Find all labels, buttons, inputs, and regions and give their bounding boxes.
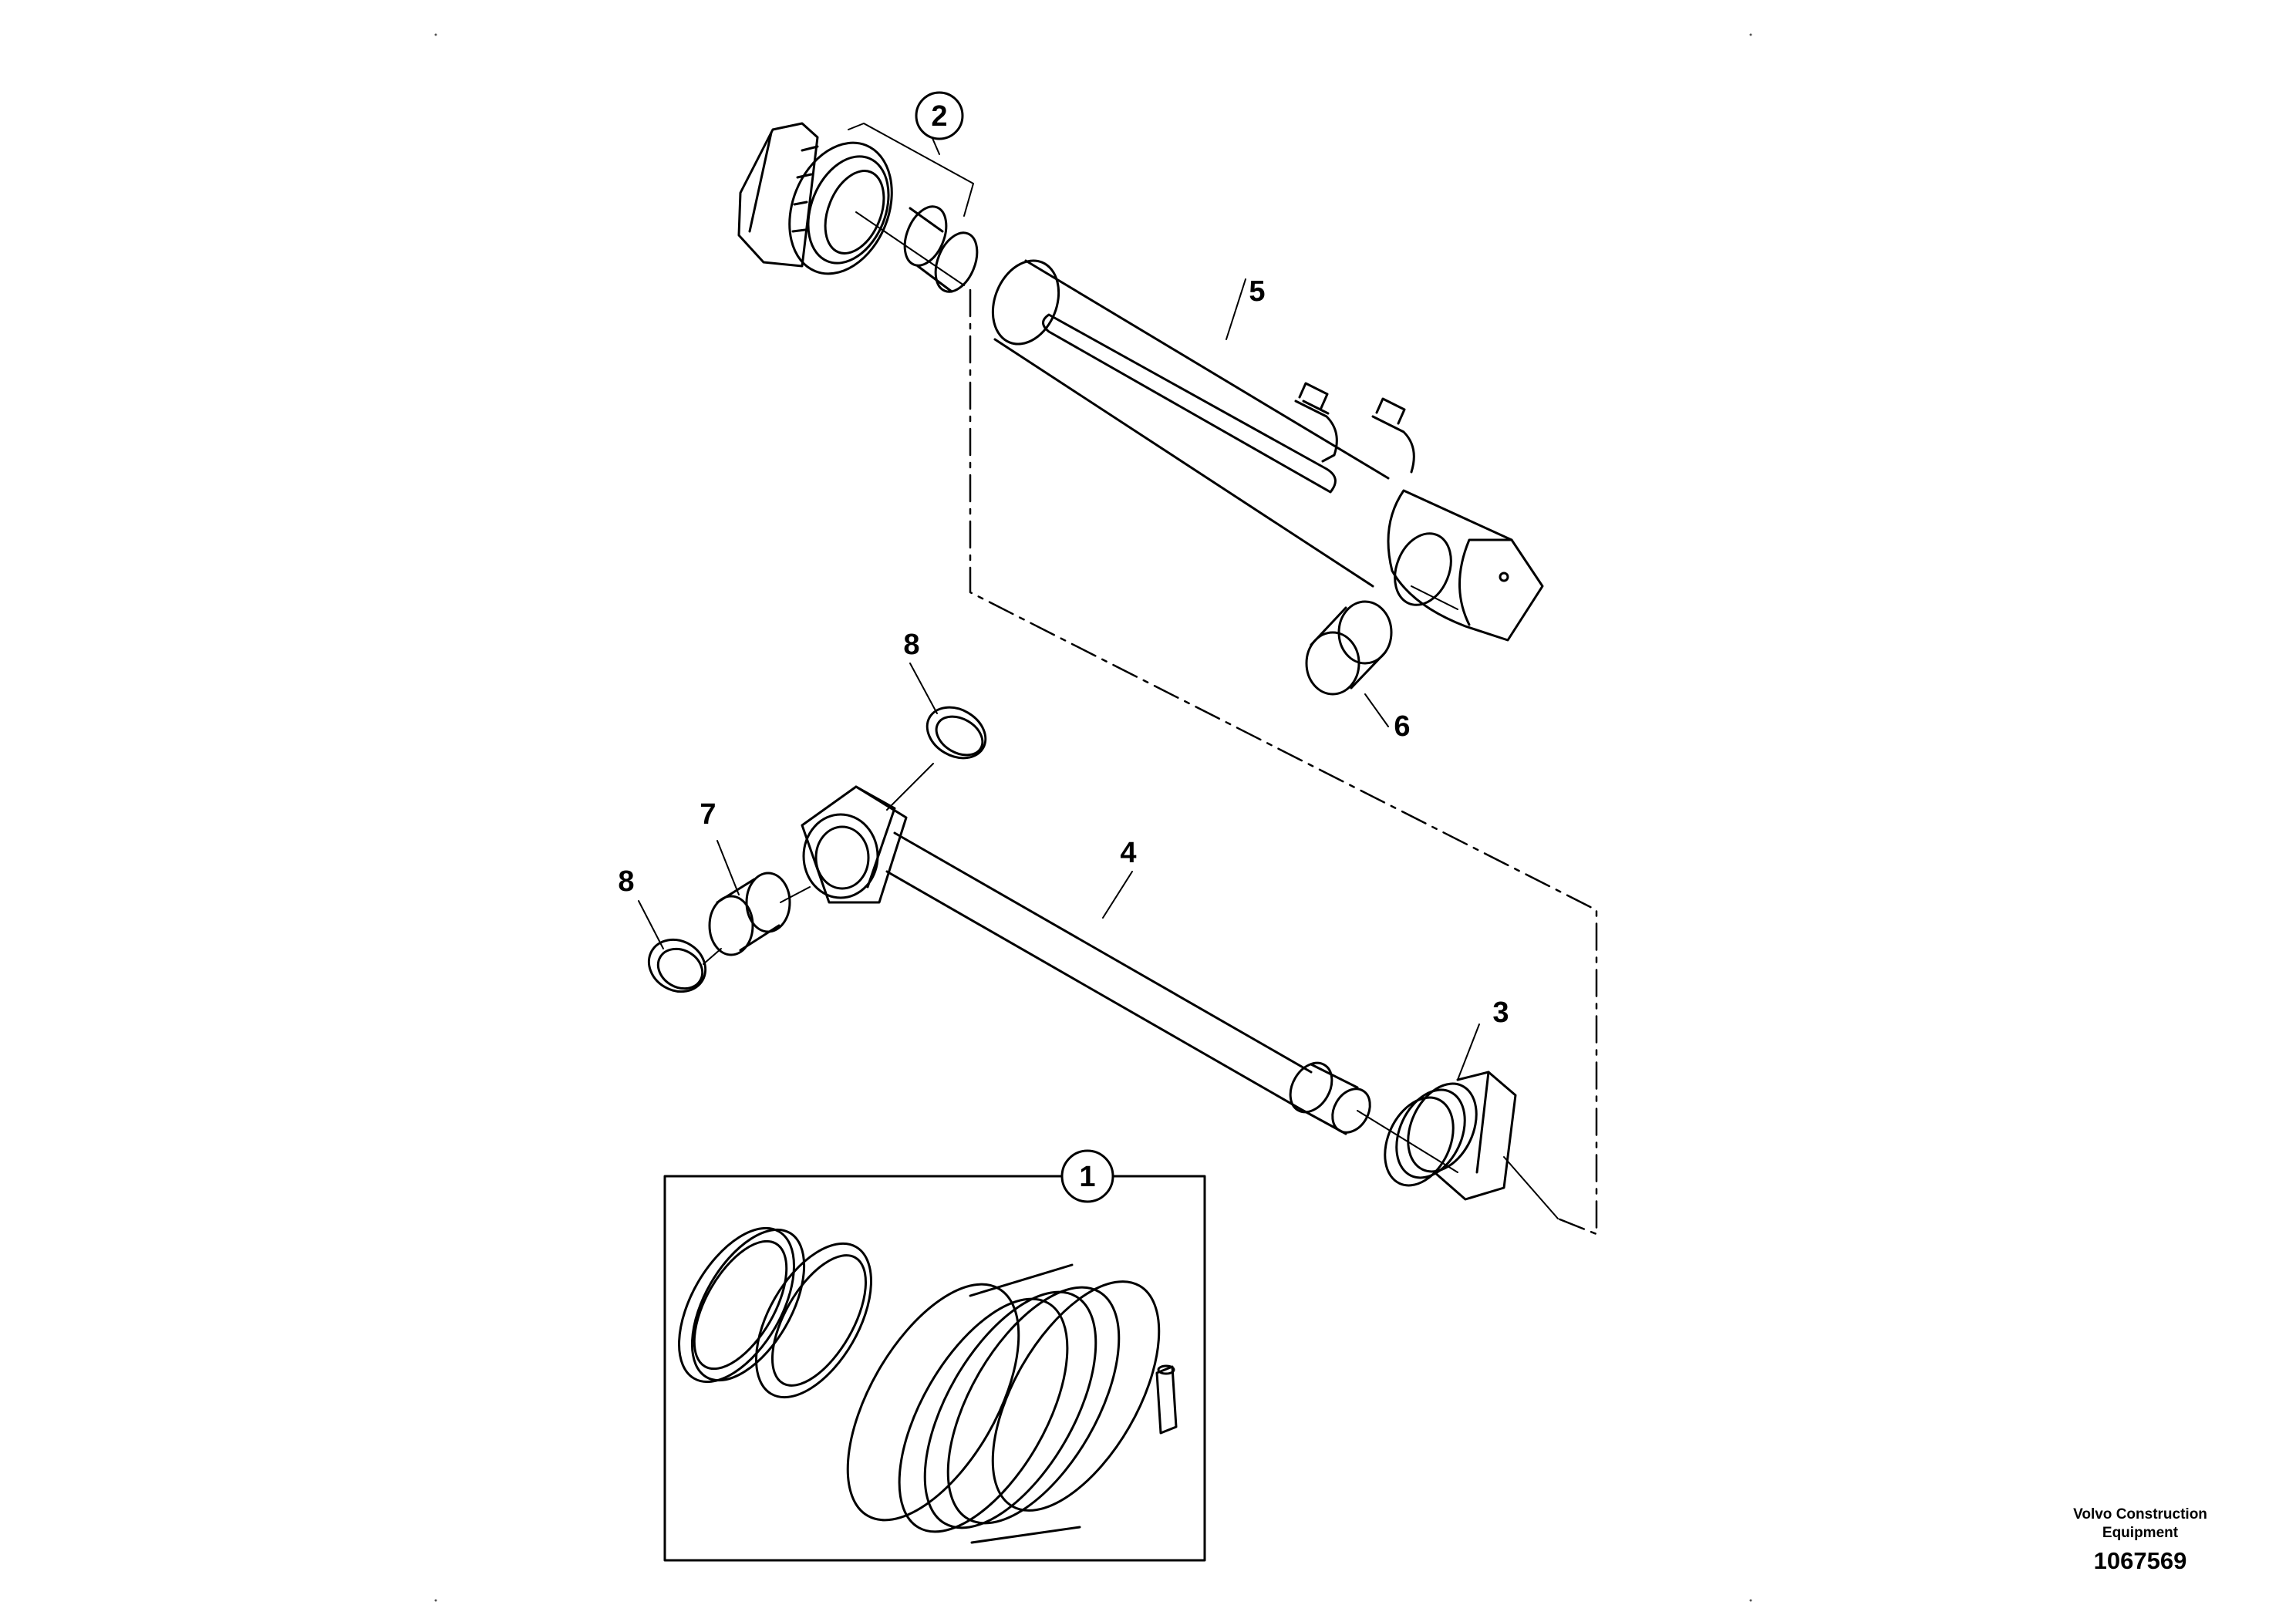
callout-2-circle (915, 91, 964, 140)
company-name-line-1: Volvo Construction (2073, 1506, 2207, 1523)
callout-3: 3 (1492, 996, 1509, 1029)
callout-6-leader (1364, 693, 1389, 727)
callout-8b-leader (638, 900, 664, 949)
callout-8a-leader (909, 663, 938, 714)
callout-2-bracket (848, 123, 974, 217)
part-3-gland-nut (1384, 1023, 1559, 1219)
part-1-seal-kit-frame (663, 1175, 1206, 1562)
drawing-number: 1067569 (2093, 1547, 2187, 1574)
callout-3-leader (1457, 1023, 1480, 1081)
part-6-bushing (1305, 600, 1393, 727)
part-8-seal-ring-lower (638, 900, 722, 993)
callout-6: 6 (1394, 710, 1410, 743)
company-name-line-2: Equipment (2102, 1525, 2179, 1541)
callout-1-circle (1060, 1149, 1114, 1203)
callout-8b: 8 (618, 865, 634, 898)
part-8-seal-ring-upper (886, 663, 987, 811)
part-5-cylinder-tube (991, 259, 1544, 642)
callout-7: 7 (700, 798, 716, 831)
part-7-bushing (708, 840, 811, 956)
callout-4-leader (1102, 871, 1133, 919)
drawing-caption: Volvo Construction Equipment 1067569 (2040, 1506, 2240, 1576)
part-2-cylinder-head (737, 122, 965, 286)
callout-7-leader (716, 840, 740, 895)
callout-5-leader (1226, 278, 1246, 340)
part-1-seal-kit-contents (678, 1226, 1178, 1544)
callout-5: 5 (1249, 275, 1265, 308)
assembly-dashed-line (969, 288, 1598, 1236)
callout-1: 1 (1079, 1161, 1095, 1193)
callout-8a: 8 (903, 629, 919, 661)
part-2-guide-ring (903, 205, 979, 293)
callout-4: 4 (1120, 837, 1136, 869)
part-4-piston-rod (801, 785, 1458, 1173)
callout-2: 2 (931, 100, 947, 133)
